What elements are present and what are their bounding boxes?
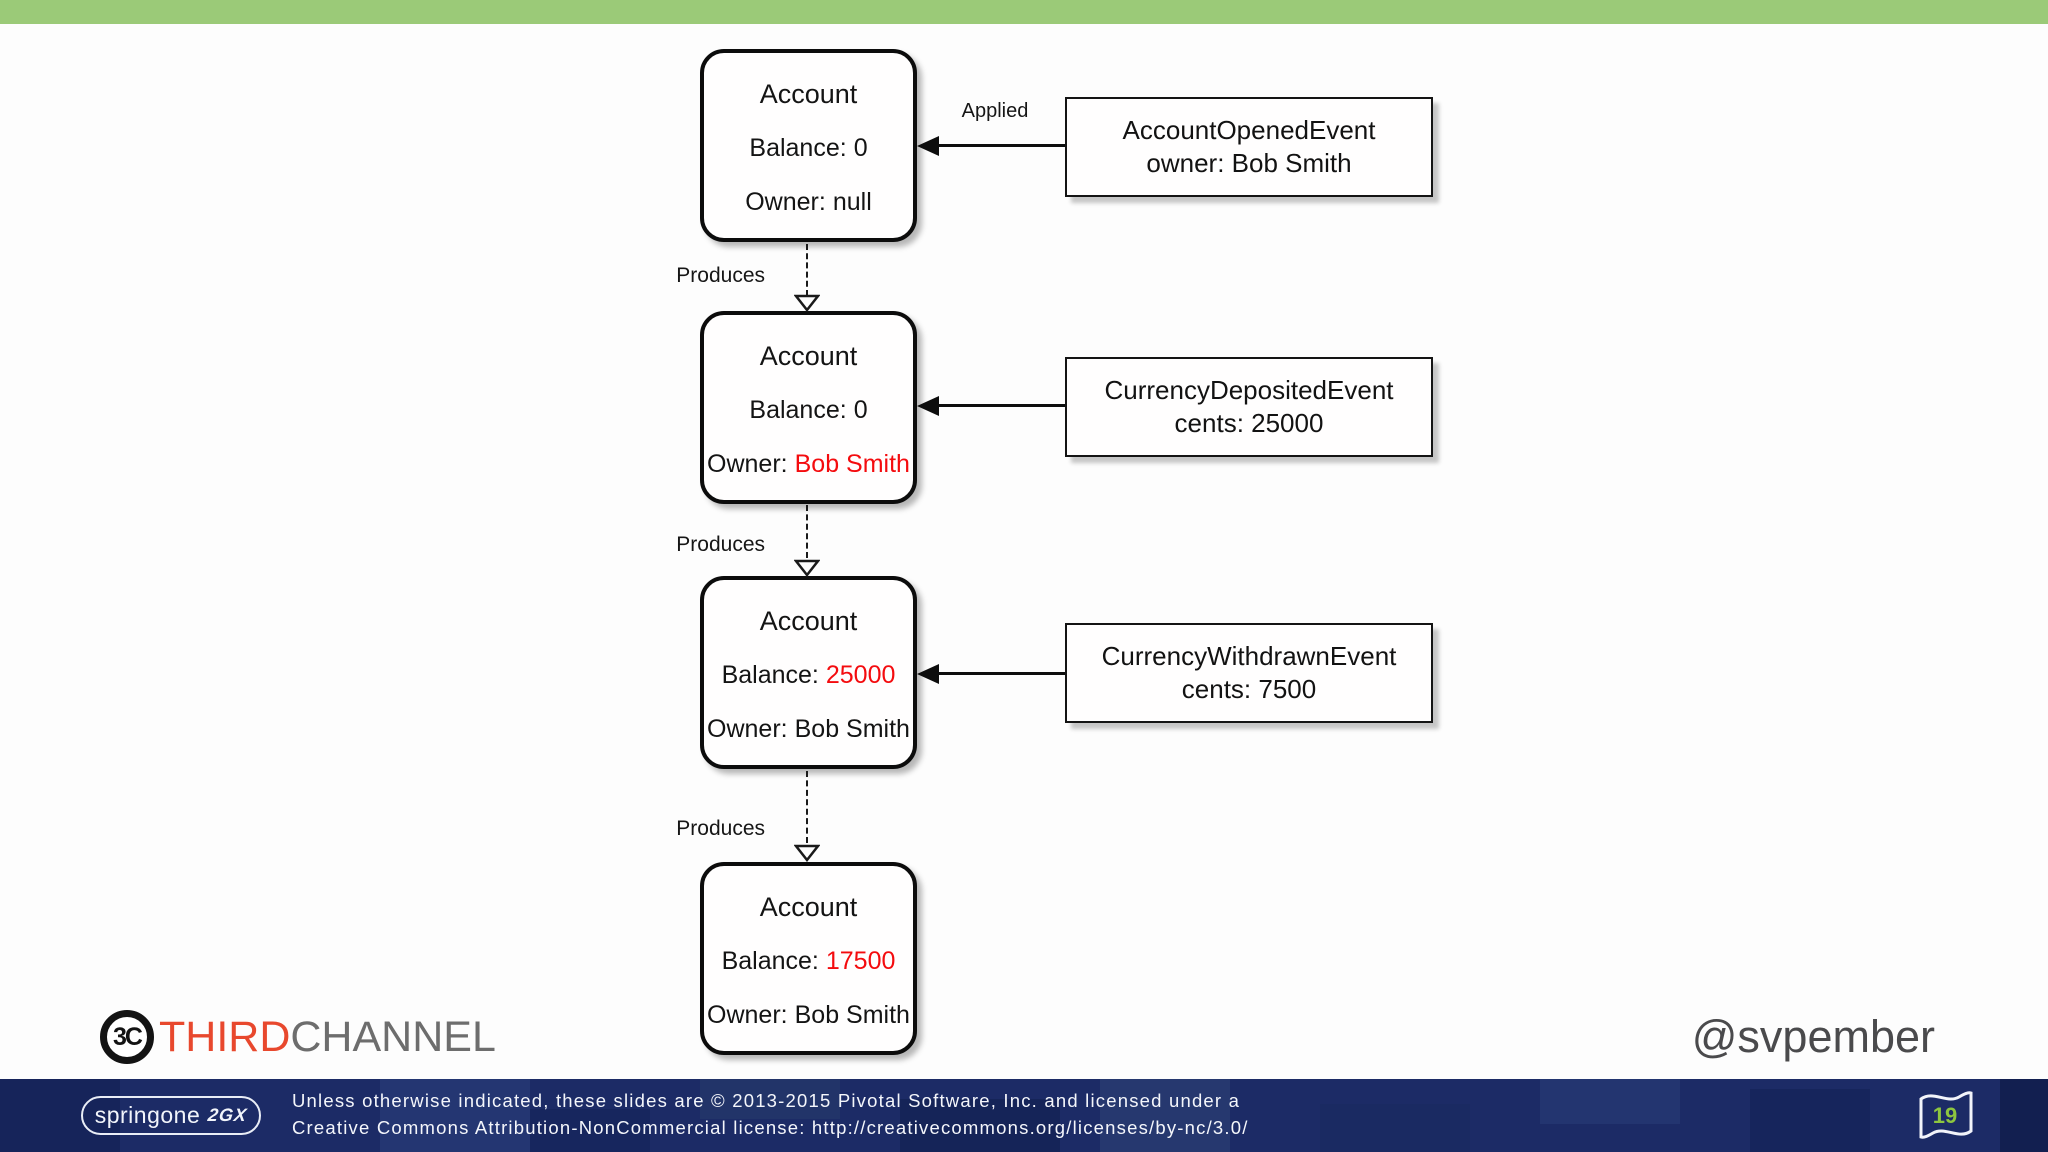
license-line-1: Unless otherwise indicated, these slides… [292,1090,1241,1111]
produces-label: Produces [676,817,765,840]
produces-label: Produces [676,264,765,287]
event-detail: cents: 25000 [1174,408,1324,438]
balance-line: Balance:0 [749,134,868,162]
produces-arrowhead-icon [794,559,820,577]
owner-line: Owner:Bob Smith [707,715,910,743]
account-title: Account [759,341,858,371]
footer-mosaic-tile [380,1079,530,1152]
springone-2gx-mark: 2GX [206,1105,249,1125]
footer-mosaic-tile [1320,1104,1470,1152]
event-detail: owner: Bob Smith [1146,148,1352,178]
footer-mosaic-tile [1540,1079,1680,1124]
event-name: AccountOpenedEvent [1122,115,1376,145]
footer-bar: springone 2GX Unless otherwise indicated… [0,1079,2048,1152]
account-node-3: Account Balance:25000 Owner:Bob Smith [700,576,917,769]
event-node-currency-withdrawn: CurrencyWithdrawnEvent cents: 7500 [1065,623,1433,723]
top-accent-bar [0,0,2048,24]
produces-arrow-line [806,771,808,843]
footer-mosaic-tile [700,1079,840,1119]
produces-arrow-line [806,505,808,558]
applied-arrowhead-icon [917,664,939,684]
owner-line: Owner:Bob Smith [707,1001,910,1029]
springone-wordmark: springone [94,1102,201,1128]
account-node-1: Account Balance:0 Owner:null [700,49,917,242]
page-number: 19 [1933,1103,1957,1128]
page-flag-icon: 19 [1919,1091,1973,1139]
speaker-handle: @svpember [1691,1011,1935,1062]
thirdchannel-logo-icon: 3C [100,1010,154,1064]
owner-line: Owner:Bob Smith [707,450,910,478]
account-title: Account [759,79,858,109]
license-text: Unless otherwise indicated, these slides… [292,1088,1249,1141]
springone-logo: springone 2GX [81,1096,261,1135]
applied-arrowhead-icon [917,396,939,416]
produces-label: Produces [676,533,765,556]
footer-mosaic-tile [2000,1079,2048,1152]
produces-arrowhead-icon [794,844,820,862]
thirdchannel-logo: 3C THIRDCHANNEL [100,1010,496,1064]
license-line-2: Creative Commons Attribution-NonCommerci… [292,1116,1249,1138]
event-name: CurrencyWithdrawnEvent [1101,641,1397,671]
balance-line: Balance:0 [749,396,868,424]
applied-arrowhead-icon [917,136,939,156]
balance-line: Balance:17500 [721,947,896,975]
event-node-currency-deposited: CurrencyDepositedEvent cents: 25000 [1065,357,1433,457]
applied-arrow-line [936,404,1065,407]
event-node-account-opened: AccountOpenedEvent owner: Bob Smith [1065,97,1433,197]
produces-arrowhead-icon [794,294,820,312]
footer-mosaic-tile [900,1099,1060,1152]
account-node-2: Account Balance:0 Owner:Bob Smith [700,311,917,504]
thirdchannel-wordmark: THIRDCHANNEL [159,1013,496,1061]
account-node-4: Account Balance:17500 Owner:Bob Smith [700,862,917,1055]
applied-edge-label: Applied [961,100,1029,122]
applied-arrow-line [936,144,1065,147]
footer-mosaic-tile [530,1109,650,1152]
produces-arrow-line [806,244,808,296]
footer-mosaic-tile [1100,1079,1230,1152]
event-name: CurrencyDepositedEvent [1104,375,1394,405]
applied-arrow-line [936,672,1065,675]
footer-mosaic-tile [1750,1089,1870,1152]
event-detail: cents: 7500 [1181,674,1317,704]
owner-line: Owner:null [745,188,872,216]
account-title: Account [759,606,858,636]
account-title: Account [759,892,858,922]
balance-line: Balance:25000 [721,661,896,689]
